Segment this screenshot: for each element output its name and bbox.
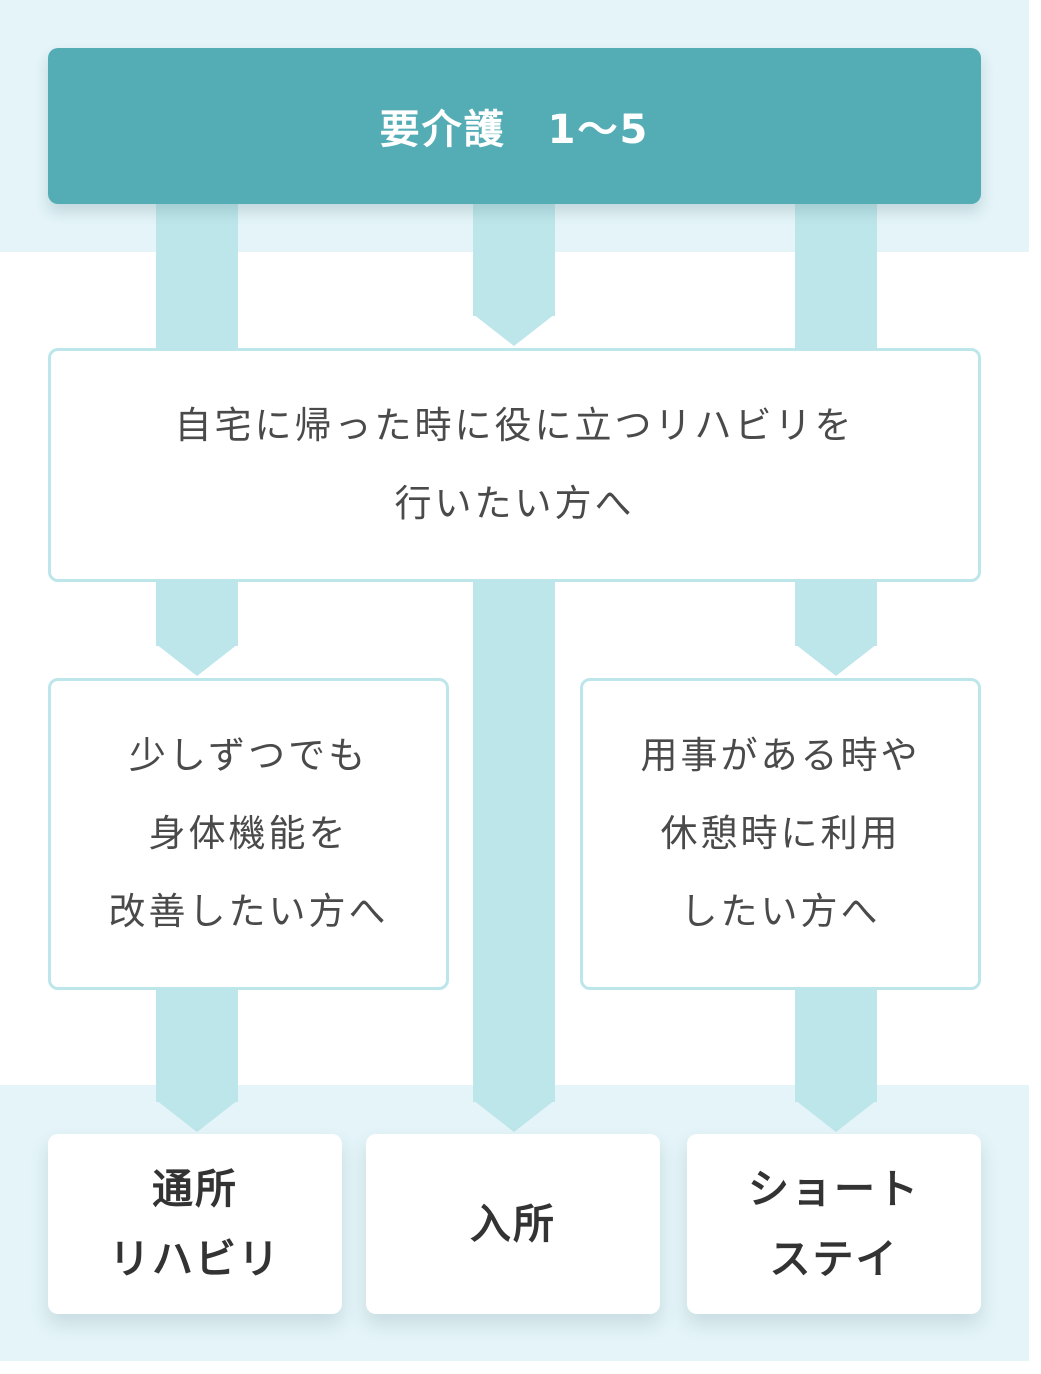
- service-card-outpatient-rehab[interactable]: 通所 リハビリ: [48, 1134, 342, 1314]
- admission-label: 入所: [470, 1200, 556, 1248]
- errand-rest-line-3: したい方へ: [680, 890, 881, 933]
- service-card-admission[interactable]: 入所: [366, 1134, 660, 1314]
- improve-function-box: 少しずつでも 身体機能を 改善したい方へ: [48, 678, 449, 990]
- short-stay-line-2: ステイ: [769, 1235, 899, 1283]
- arrowhead-right-mid: [795, 644, 877, 676]
- connector-right-top: [795, 200, 877, 352]
- care-level-header: 要介護 1〜5: [48, 48, 981, 204]
- connector-right-bottom: [795, 986, 877, 1102]
- improve-function-line-3: 改善したい方へ: [108, 890, 389, 933]
- connector-left-mid: [156, 578, 238, 646]
- home-rehab-line-2: 行いたい方へ: [394, 482, 635, 525]
- arrowhead-center-top: [473, 314, 555, 346]
- connector-right-mid: [795, 578, 877, 646]
- arrowhead-left-mid: [156, 644, 238, 676]
- connector-center-long: [473, 578, 555, 1102]
- connector-center-top: [473, 200, 555, 316]
- outpatient-rehab-line-1: 通所: [152, 1165, 238, 1213]
- connector-left-top: [156, 200, 238, 352]
- home-rehab-box: 自宅に帰った時に役に立つリハビリを 行いたい方へ: [48, 348, 981, 582]
- errand-rest-line-1: 用事がある時や: [640, 734, 921, 777]
- outpatient-rehab-line-2: リハビリ: [109, 1235, 281, 1283]
- service-card-short-stay[interactable]: ショート ステイ: [687, 1134, 981, 1314]
- errand-rest-box: 用事がある時や 休憩時に利用 したい方へ: [580, 678, 981, 990]
- errand-rest-line-2: 休憩時に利用: [660, 812, 901, 855]
- improve-function-line-2: 身体機能を: [148, 812, 349, 855]
- short-stay-line-1: ショート: [748, 1165, 920, 1213]
- connector-left-bottom: [156, 986, 238, 1102]
- improve-function-line-1: 少しずつでも: [128, 734, 369, 777]
- home-rehab-line-1: 自宅に帰った時に役に立つリハビリを: [174, 404, 855, 447]
